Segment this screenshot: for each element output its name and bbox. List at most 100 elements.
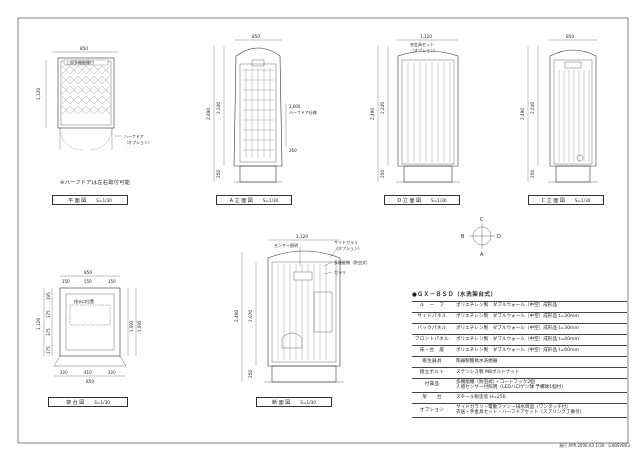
base-bottom-dim-3: 220	[108, 370, 116, 375]
a-base-dim: 250	[216, 170, 221, 178]
spec-key: 組立ボルト	[412, 367, 452, 379]
c-cabin-outline	[549, 49, 597, 167]
base-left-total: 1,120	[36, 318, 41, 330]
base-left-dim-2: 375	[46, 310, 51, 318]
spec-key: オプション	[412, 403, 452, 419]
caption-d: D 立 面 図 S=1/30	[384, 195, 460, 205]
compass-left: B	[461, 234, 465, 240]
caption-d-title: D 立 面 図	[397, 197, 422, 204]
d-cabin-outline	[397, 50, 459, 167]
base-bottom-total: 850	[86, 379, 94, 384]
d-height-total: 2,490	[370, 108, 375, 120]
spec-value: スチール製塗装 H=250	[452, 392, 627, 404]
spec-key: 付属品	[412, 378, 452, 393]
spec-row: バックパネルポリエチレン製 ダブルウォール（中空）成形品 t=30mm	[412, 322, 627, 335]
d-panel-ribs	[407, 62, 451, 162]
a-height-body: 2,240	[216, 102, 221, 114]
section-label-shelf: 多機能棚（防虫式）	[334, 259, 370, 265]
spec-value: ポリエチレン製 ダブルウォール（中空）成形品 t=40mm	[452, 333, 627, 346]
c-elevation-view: 850 2,490 2,240 250	[520, 34, 598, 183]
base-outline	[59, 287, 121, 357]
svg-text:（オプション）: （オプション）	[334, 245, 362, 251]
d-elevation-view: 1,120 2,490 2,240 250 衣金具セット （オプション）	[370, 34, 460, 183]
section-cabin-outline	[267, 250, 341, 367]
section-width-dim: 1,120	[296, 234, 308, 239]
section-base-dim: 250	[248, 370, 253, 378]
spec-key: 架 台	[412, 392, 452, 404]
caption-a-scale: S=1/30	[262, 197, 279, 203]
spec-table: ●ＧＸ－ＢＳＤ（水洗架台式） ル ー フポリエチレン製 ダブルウォール（中空）成…	[412, 292, 627, 419]
caption-base: 架 台 図 S=1/30	[48, 397, 128, 407]
compass-top: C	[480, 217, 484, 223]
base-left-dim-4: 175	[46, 346, 51, 354]
a-width-dim: 850	[252, 34, 260, 39]
svg-text:（オプション）: （オプション）	[410, 47, 438, 53]
base-bottom-dim-2: 410	[84, 370, 92, 375]
caption-plan-title: 平 面 図	[68, 197, 87, 204]
caption-d-scale: S=1/30	[431, 197, 447, 203]
base-left-dim-1: 195	[46, 292, 51, 300]
plan-depth-dim: 1,120	[36, 88, 41, 100]
d-label-top: 衣金具セット	[410, 41, 434, 47]
plan-view: 850 1,120 上部多機能棚付 ハーフドア （オプション）	[36, 46, 152, 151]
spec-key: バックパネル	[412, 322, 452, 335]
caption-section-title: 断 面 図	[272, 399, 291, 406]
section-view: 1,120 2,490 2,070 250 センサー照明 サイドガラリ （オプシ…	[234, 234, 370, 383]
plan-lattice	[61, 65, 111, 115]
spec-row: 架 台スチール製塗装 H=250	[412, 392, 627, 404]
plan-outline	[57, 57, 115, 129]
spec-title: ●ＧＸ－ＢＳＤ（水洗架台式）	[412, 292, 497, 298]
spec-key: 床・台 座	[412, 344, 452, 357]
spec-row: 付属品多機能棚（防虫式）・コートフック2個 人感センサー付照明（LEDハロゲン球…	[412, 378, 627, 393]
c-panel-ribs	[558, 70, 590, 162]
compass-right: D	[497, 234, 501, 240]
base-left-dim-3: 375	[46, 328, 51, 336]
spec-row: 床・台 座ポリエチレン製 ダブルウォール（中空）成形品 t=60mm	[412, 344, 627, 357]
spec-value: 多機能棚（防虫式）・コートフック2個 人感センサー付照明（LEDハロゲン球 予備…	[452, 378, 627, 393]
c-base-dim: 250	[530, 170, 535, 178]
spec-value: ステンレス製 M8ボルトナット	[452, 367, 627, 379]
plan-label-top: 上部多機能棚付	[66, 59, 94, 65]
svg-text:ハーフドア仕様: ハーフドア仕様	[289, 109, 317, 115]
section-label-side-guard: サイドガラリ	[334, 239, 358, 245]
spec-value: ポリエチレン製 ダブルウォール（中空）成形品 t=30mm	[452, 311, 627, 324]
caption-plan-scale: S=1/30	[96, 197, 112, 203]
spec-value: ポリエチレン製 ダブルウォール（中空）成形品 t=60mm	[452, 344, 627, 357]
caption-c: C 立 面 図 S=1/30	[528, 195, 604, 205]
spec-key: 衛生器具	[412, 356, 452, 368]
plan-width-dim: 850	[80, 46, 88, 51]
base-right-dim-2: 1,095	[137, 320, 142, 332]
spec-row: フロントパネルポリエチレン製 ダブルウォール（中空）成形品 t=40mm	[412, 333, 627, 346]
base-top-dim-1: 150	[62, 279, 70, 284]
spec-value: ポリエチレン製 ダブルウォール（中空）成形品	[452, 300, 627, 313]
a-cabin-outline	[233, 47, 283, 167]
caption-c-title: C 立 面 図	[541, 197, 565, 204]
caption-section: 断 面 図 S=1/30	[256, 397, 332, 407]
spec-row: 組立ボルトステンレス製 M8ボルトナット	[412, 367, 627, 379]
caption-plan: 平 面 図 S=1/30	[52, 195, 128, 205]
base-right-dim-1: 1,093	[129, 320, 134, 332]
svg-text:（オプション）: （オプション）	[124, 139, 152, 145]
caption-a: A 立 面 図 S=1/30	[216, 195, 292, 205]
spec-key: サイドパネル	[412, 311, 452, 324]
spec-value: 陶器製簡易水洗便器	[452, 356, 627, 368]
caption-section-scale: S=1/30	[300, 399, 316, 405]
a-height-total: 2,490	[206, 108, 211, 120]
spec-row: サイドパネルポリエチレン製 ダブルウォール（中空）成形品 t=30mm	[412, 311, 627, 324]
spec-key: ル ー フ	[412, 300, 452, 313]
section-label-garari: ガラリ	[334, 269, 346, 275]
d-width-dim: 1,120	[420, 34, 432, 39]
d-base-dim: 250	[380, 170, 385, 178]
section-height-inner: 2,070	[248, 310, 253, 322]
base-bottom-dim-1: 220	[60, 370, 68, 375]
base-view: 850 150 550 150 排水口位置 220 410 220 850 1,…	[36, 270, 142, 384]
base-drain-label: 排水口位置	[74, 298, 94, 304]
a-elevation-view: 850 2,490 2,240 250 2,000 ハーフドア仕様 260	[206, 34, 317, 183]
a-door-lattice	[242, 68, 274, 158]
compass-bottom: A	[480, 252, 484, 258]
base-top-dim-2: 550	[84, 279, 92, 284]
spec-key: フロントパネル	[412, 333, 452, 346]
sheet-border	[17, 17, 629, 444]
section-height-total: 2,490	[234, 310, 239, 322]
